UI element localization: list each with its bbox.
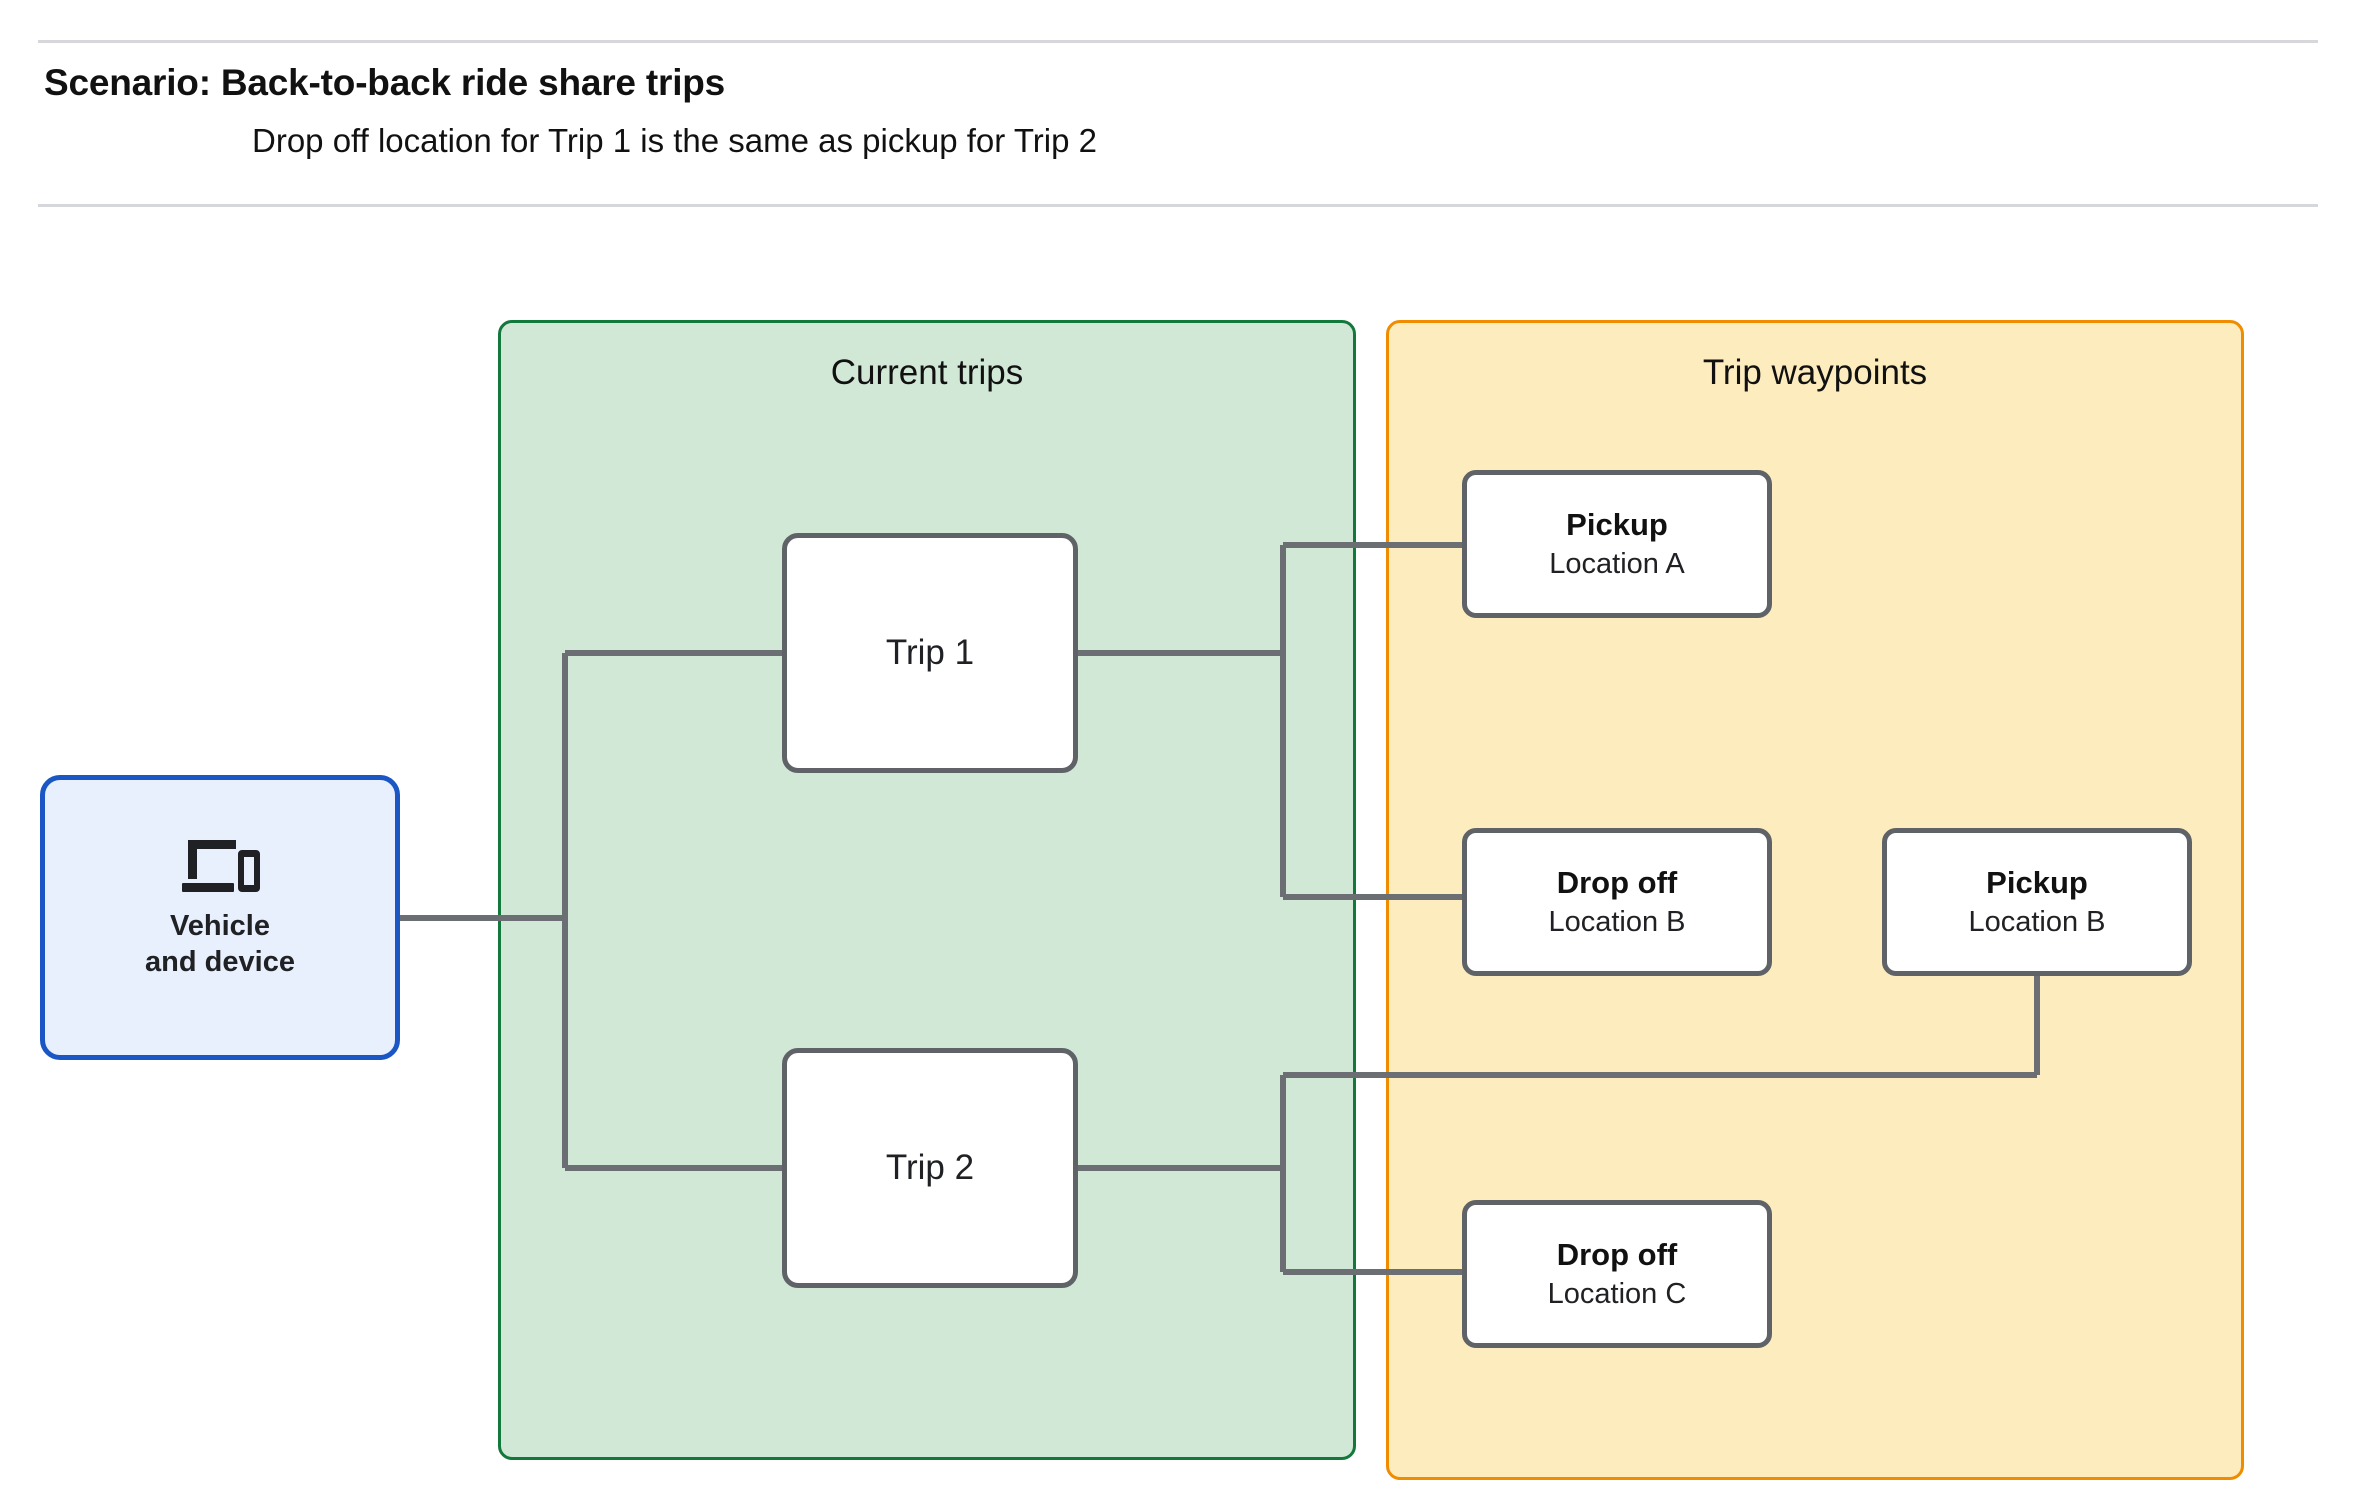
- devices-icon: [178, 836, 262, 903]
- node-waypoint-dropoff-b-title: Drop off: [1556, 864, 1678, 900]
- node-waypoint-dropoff-b-location: Location B: [1548, 905, 1686, 938]
- node-waypoint-dropoff-c-location: Location C: [1547, 1277, 1687, 1310]
- group-current-trips: Current trips: [498, 320, 1356, 1460]
- node-vehicle-line2: and device: [145, 945, 295, 978]
- node-trip-2-label: Trip 2: [885, 1148, 975, 1187]
- node-waypoint-pickup-a-title: Pickup: [1566, 506, 1668, 542]
- header-divider-bottom: [38, 204, 2318, 207]
- node-waypoint-dropoff-b[interactable]: Drop off Location B: [1462, 828, 1772, 976]
- node-vehicle-label: Vehicle and device: [145, 909, 295, 981]
- node-waypoint-pickup-b-title: Pickup: [1986, 864, 2088, 900]
- group-trip-waypoints-label: Trip waypoints: [1702, 353, 1928, 392]
- node-waypoint-dropoff-c-title: Drop off: [1556, 1236, 1678, 1272]
- node-trip-1[interactable]: Trip 1: [782, 533, 1078, 773]
- node-waypoint-pickup-b-location: Location B: [1968, 905, 2106, 938]
- page-title: Scenario: Back-to-back ride share trips: [44, 62, 726, 103]
- node-vehicle-and-device[interactable]: Vehicle and device: [40, 775, 400, 1060]
- header-divider-top: [38, 40, 2318, 43]
- node-waypoint-pickup-a-location: Location A: [1549, 547, 1685, 580]
- page-subtitle: Drop off location for Trip 1 is the same…: [252, 122, 1097, 159]
- node-waypoint-pickup-b[interactable]: Pickup Location B: [1882, 828, 2192, 976]
- node-waypoint-dropoff-c[interactable]: Drop off Location C: [1462, 1200, 1772, 1348]
- node-trip-1-label: Trip 1: [885, 633, 975, 672]
- node-trip-2[interactable]: Trip 2: [782, 1048, 1078, 1288]
- node-vehicle-line1: Vehicle: [170, 909, 270, 942]
- group-current-trips-label: Current trips: [830, 353, 1024, 392]
- node-waypoint-pickup-a[interactable]: Pickup Location A: [1462, 470, 1772, 618]
